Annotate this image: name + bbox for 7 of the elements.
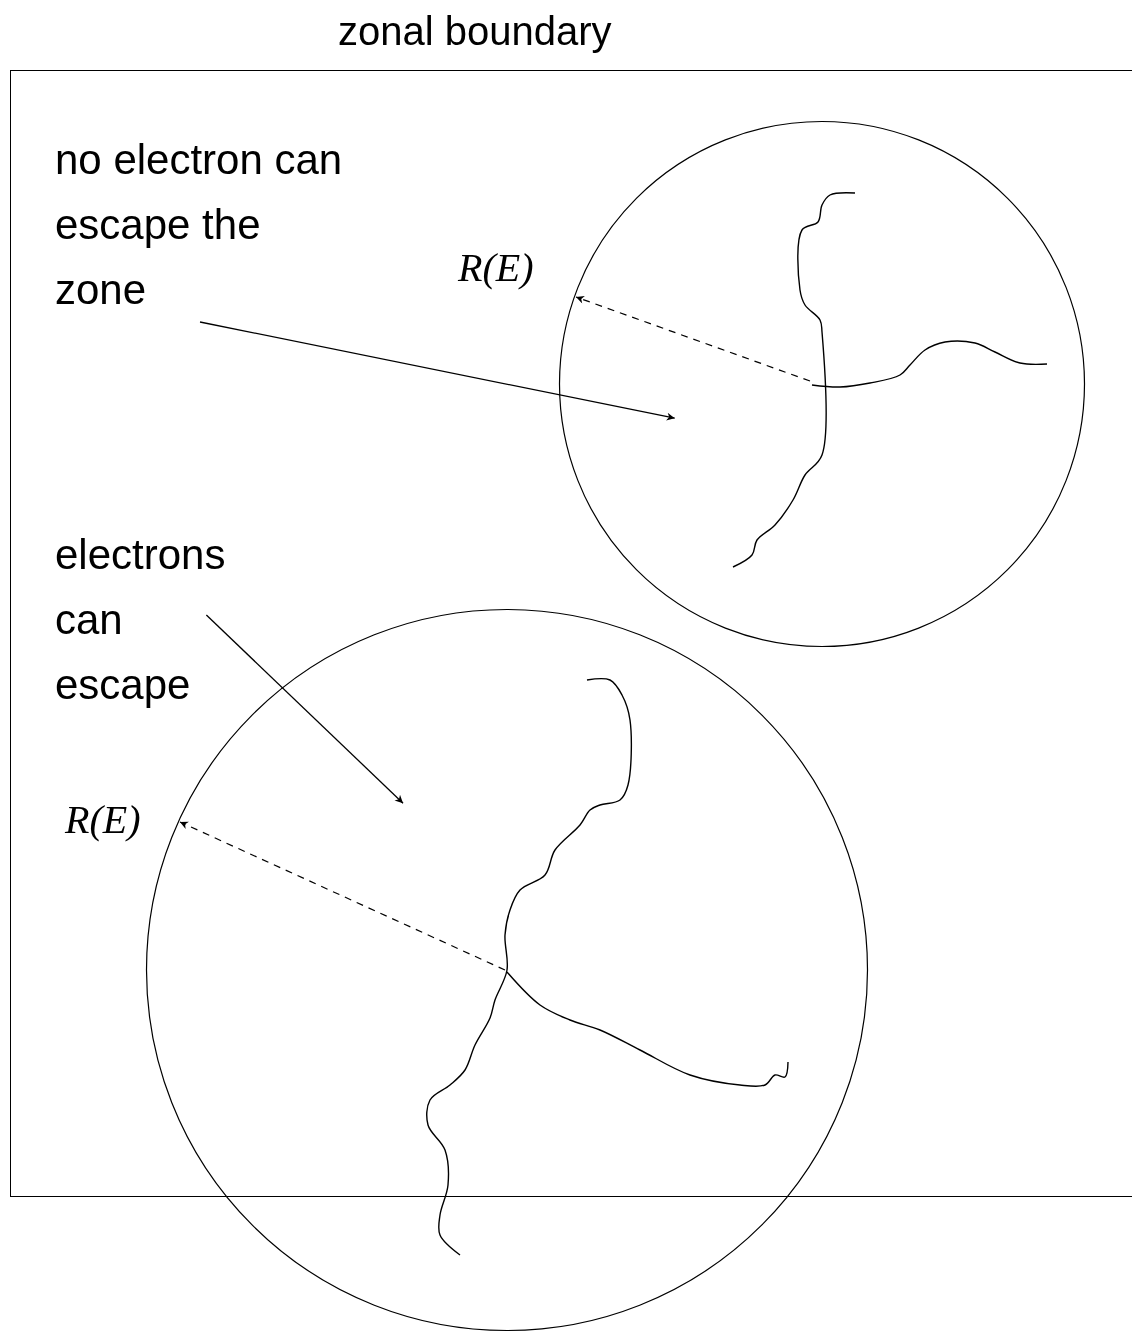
zone-title: zonal boundary xyxy=(338,8,612,54)
note-text: electrons can escape xyxy=(55,530,227,710)
leader-arrow xyxy=(199,321,676,421)
radius-label: R(E) xyxy=(458,245,534,291)
radius-label: R(E) xyxy=(65,797,141,843)
leader-arrow xyxy=(205,614,404,804)
note-text: no electron can escape the zone xyxy=(55,135,344,315)
